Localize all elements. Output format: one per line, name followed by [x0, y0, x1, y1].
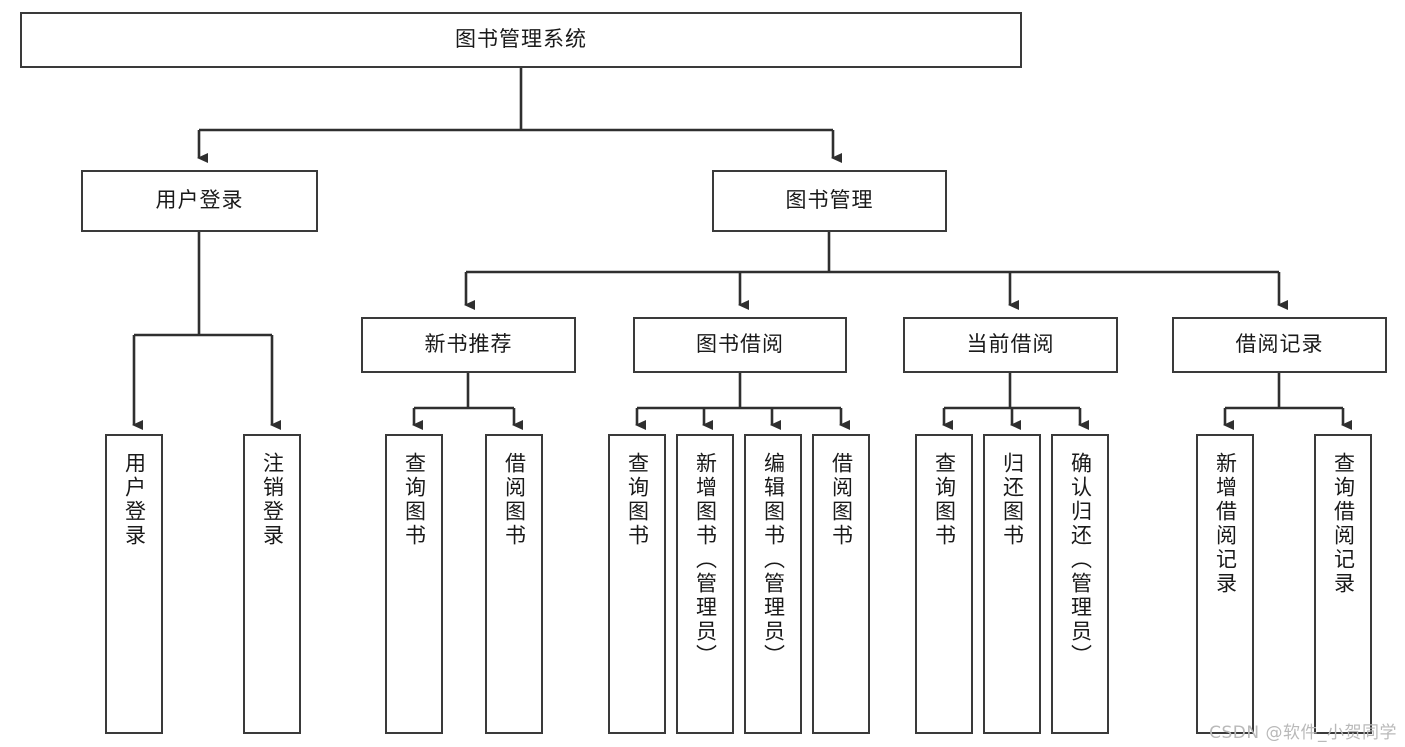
- node-leaf-query-book-3[interactable]: 查询图书: [915, 434, 973, 734]
- node-leaf-return-book-label: 归还图书: [1000, 452, 1025, 548]
- node-user-login[interactable]: 用户登录: [81, 170, 318, 232]
- node-leaf-confirm-return[interactable]: 确认归还（管理员）: [1051, 434, 1109, 734]
- node-book-manage[interactable]: 图书管理: [712, 170, 947, 232]
- node-leaf-add-book-label: 新增图书（管理员）: [693, 452, 718, 668]
- node-new-book-rec[interactable]: 新书推荐: [361, 317, 576, 373]
- node-leaf-borrow-book-2-label: 借阅图书: [829, 452, 854, 548]
- node-book-borrow[interactable]: 图书借阅: [633, 317, 847, 373]
- node-current-borrow-label: 当前借阅: [966, 332, 1055, 357]
- node-book-manage-label: 图书管理: [785, 188, 874, 213]
- node-leaf-query-book-2[interactable]: 查询图书: [608, 434, 666, 734]
- node-leaf-edit-book-label: 编辑图书（管理员）: [761, 452, 786, 668]
- node-user-login-label: 用户登录: [155, 188, 244, 213]
- node-leaf-borrow-book-1[interactable]: 借阅图书: [485, 434, 543, 734]
- node-leaf-add-book[interactable]: 新增图书（管理员）: [676, 434, 734, 734]
- node-leaf-borrow-book-1-label: 借阅图书: [502, 452, 527, 548]
- node-current-borrow[interactable]: 当前借阅: [903, 317, 1118, 373]
- node-leaf-query-book-3-label: 查询图书: [932, 452, 957, 548]
- node-leaf-return-book[interactable]: 归还图书: [983, 434, 1041, 734]
- node-leaf-user-logout[interactable]: 注销登录: [243, 434, 301, 734]
- node-root-label: 图书管理系统: [455, 27, 587, 52]
- node-leaf-query-book-1[interactable]: 查询图书: [385, 434, 443, 734]
- watermark-text: CSDN @软件_小贺同学: [1209, 723, 1397, 743]
- node-leaf-user-login[interactable]: 用户登录: [105, 434, 163, 734]
- node-leaf-query-book-2-label: 查询图书: [625, 452, 650, 548]
- node-new-book-rec-label: 新书推荐: [424, 332, 513, 357]
- node-leaf-add-record-label: 新增借阅记录: [1213, 452, 1238, 596]
- node-book-borrow-label: 图书借阅: [696, 332, 784, 357]
- node-leaf-add-record[interactable]: 新增借阅记录: [1196, 434, 1254, 734]
- node-leaf-user-login-label: 用户登录: [122, 452, 147, 548]
- node-leaf-query-book-1-label: 查询图书: [402, 452, 427, 548]
- node-leaf-user-logout-label: 注销登录: [260, 452, 285, 548]
- node-borrow-record-label: 借阅记录: [1235, 332, 1324, 357]
- node-leaf-confirm-return-label: 确认归还（管理员）: [1068, 452, 1093, 668]
- node-leaf-edit-book[interactable]: 编辑图书（管理员）: [744, 434, 802, 734]
- node-borrow-record[interactable]: 借阅记录: [1172, 317, 1387, 373]
- node-leaf-borrow-book-2[interactable]: 借阅图书: [812, 434, 870, 734]
- node-root[interactable]: 图书管理系统: [20, 12, 1022, 68]
- node-leaf-query-record[interactable]: 查询借阅记录: [1314, 434, 1372, 734]
- node-leaf-query-record-label: 查询借阅记录: [1331, 452, 1356, 596]
